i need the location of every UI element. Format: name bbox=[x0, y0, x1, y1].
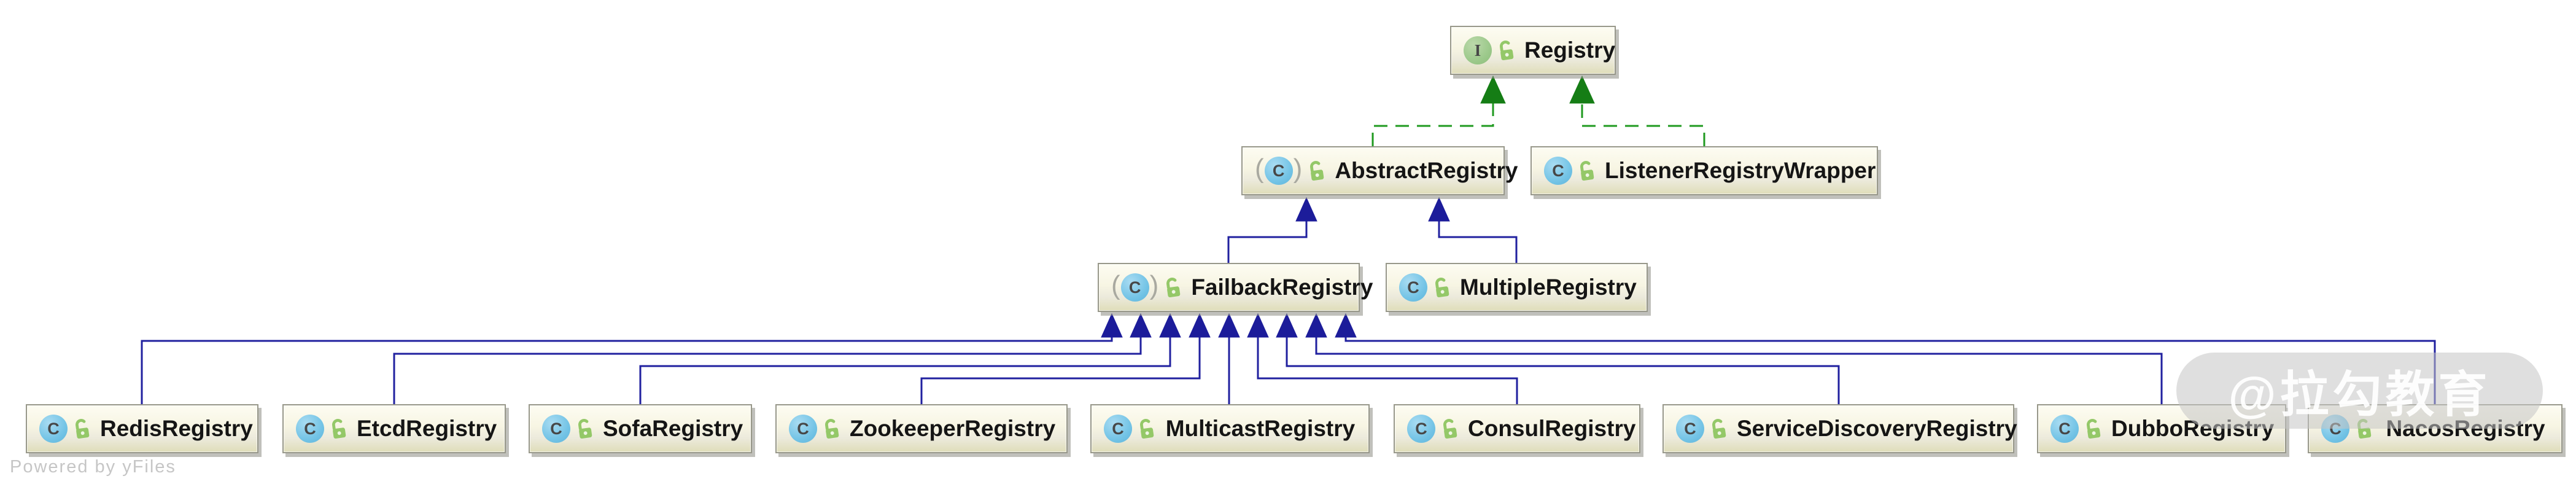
edge-failbackregistry-extends-abstractregistry bbox=[1227, 197, 1317, 263]
node-consulregistry[interactable]: C ConsulRegistry bbox=[1394, 404, 1640, 453]
class-icon: C bbox=[789, 415, 841, 443]
node-abstractregistry[interactable]: ( C ) AbstractRegistry bbox=[1241, 146, 1518, 195]
edge-consulregistry-extends-failbackregistry bbox=[1247, 313, 1518, 404]
node-zookeeperregistry[interactable]: C ZookeeperRegistry bbox=[775, 404, 1068, 453]
edge-multicastregistry-extends-failbackregistry bbox=[1218, 313, 1240, 404]
class-icon: C bbox=[296, 415, 348, 443]
node-servicediscoveryregistry[interactable]: C ServiceDiscoveryRegistry bbox=[1662, 404, 2017, 453]
class-glyph: C bbox=[1407, 278, 1419, 297]
class-name-label: EtcdRegistry bbox=[357, 416, 497, 441]
class-glyph: C bbox=[1684, 419, 1696, 438]
node-dubboregistry[interactable]: C DubboRegistry bbox=[2037, 404, 2286, 453]
interface-icon: I bbox=[1464, 36, 1516, 64]
class-name-label: Registry bbox=[1524, 37, 1616, 63]
class-name-label: RedisRegistry bbox=[100, 416, 253, 441]
public-lock-icon bbox=[2087, 419, 2101, 439]
edge-servicediscoveryregistry-extends-failbackregistry bbox=[1276, 313, 1840, 404]
class-icon: C bbox=[1407, 415, 1459, 443]
abstract-paren-open: ( bbox=[1255, 154, 1264, 184]
class-name-label: AbstractRegistry bbox=[1335, 158, 1518, 183]
public-lock-icon bbox=[1140, 419, 1154, 439]
class-glyph: C bbox=[2058, 419, 2071, 438]
public-lock-icon bbox=[76, 419, 90, 439]
watermark-badge: @拉勾教育 bbox=[2176, 353, 2543, 429]
public-lock-icon bbox=[1435, 278, 1449, 298]
class-glyph: C bbox=[1552, 161, 1564, 180]
class-name-label: FailbackRegistry bbox=[1191, 275, 1373, 300]
public-lock-icon bbox=[1580, 161, 1594, 181]
class-name-label: ZookeeperRegistry bbox=[850, 416, 1056, 441]
class-glyph: C bbox=[797, 419, 809, 438]
class-glyph: C bbox=[1415, 419, 1427, 438]
class-glyph: C bbox=[1272, 161, 1285, 180]
class-icon: C bbox=[39, 415, 91, 443]
class-icon: C bbox=[1399, 273, 1451, 302]
public-lock-icon bbox=[1712, 419, 1726, 439]
edge-abstractregistry-implements-registry bbox=[1371, 75, 1506, 146]
edge-listenerregistrywrapper-implements-registry bbox=[1569, 75, 1705, 146]
edge-zookeeperregistry-extends-failbackregistry bbox=[920, 313, 1211, 404]
class-icon: C bbox=[1676, 415, 1728, 443]
public-lock-icon bbox=[1443, 419, 1457, 439]
abstract-class-icon: ( C ) bbox=[1111, 270, 1182, 302]
class-icon: C bbox=[542, 415, 594, 443]
edge-dubboregistry-extends-failbackregistry bbox=[1305, 313, 2163, 404]
public-lock-icon bbox=[578, 419, 592, 439]
public-lock-icon bbox=[1500, 41, 1514, 61]
public-lock-icon bbox=[1166, 278, 1181, 298]
class-glyph: C bbox=[304, 419, 316, 438]
abstract-paren-close: ) bbox=[1149, 270, 1159, 300]
public-lock-icon bbox=[825, 419, 839, 439]
class-name-label: ListenerRegistryWrapper bbox=[1605, 158, 1876, 183]
class-glyph: C bbox=[1128, 278, 1141, 297]
node-listenerregistrywrapper[interactable]: C ListenerRegistryWrapper bbox=[1530, 146, 1878, 195]
node-failbackregistry[interactable]: ( C ) FailbackRegistry bbox=[1098, 263, 1373, 312]
class-glyph: C bbox=[550, 419, 562, 438]
node-sofaregistry[interactable]: C SofaRegistry bbox=[529, 404, 752, 453]
class-name-label: MulticastRegistry bbox=[1165, 416, 1356, 441]
edge-redisregistry-extends-failbackregistry bbox=[141, 313, 1123, 404]
node-multipleregistry[interactable]: C MultipleRegistry bbox=[1386, 263, 1648, 312]
abstract-class-icon: ( C ) bbox=[1255, 154, 1326, 185]
node-etcdregistry[interactable]: C EtcdRegistry bbox=[282, 404, 506, 453]
edge-sofaregistry-extends-failbackregistry bbox=[639, 313, 1181, 404]
class-icon: C bbox=[1104, 415, 1156, 443]
edge-etcdregistry-extends-failbackregistry bbox=[393, 313, 1152, 404]
node-multicastregistry[interactable]: C MulticastRegistry bbox=[1090, 404, 1370, 453]
class-name-label: SofaRegistry bbox=[603, 416, 743, 441]
class-icon: C bbox=[1544, 157, 1596, 185]
class-icon: C bbox=[2050, 415, 2103, 443]
powered-by-yfiles-label: Powered by yFiles bbox=[10, 457, 176, 477]
class-name-label: ConsulRegistry bbox=[1468, 416, 1636, 441]
edge-multipleregistry-extends-abstractregistry bbox=[1428, 197, 1518, 263]
interface-glyph: I bbox=[1474, 41, 1481, 60]
class-glyph: C bbox=[1112, 419, 1124, 438]
node-redisregistry[interactable]: C RedisRegistry bbox=[26, 404, 258, 453]
class-name-label: ServiceDiscoveryRegistry bbox=[1737, 416, 2017, 441]
class-name-label: MultipleRegistry bbox=[1460, 275, 1637, 300]
watermark-text: @拉勾教育 bbox=[2228, 367, 2491, 422]
abstract-paren-close: ) bbox=[1293, 154, 1303, 184]
class-glyph: C bbox=[47, 419, 60, 438]
abstract-paren-open: ( bbox=[1111, 270, 1120, 300]
node-registry[interactable]: I Registry bbox=[1450, 26, 1616, 75]
public-lock-icon bbox=[1310, 161, 1324, 181]
public-lock-icon bbox=[332, 419, 346, 439]
